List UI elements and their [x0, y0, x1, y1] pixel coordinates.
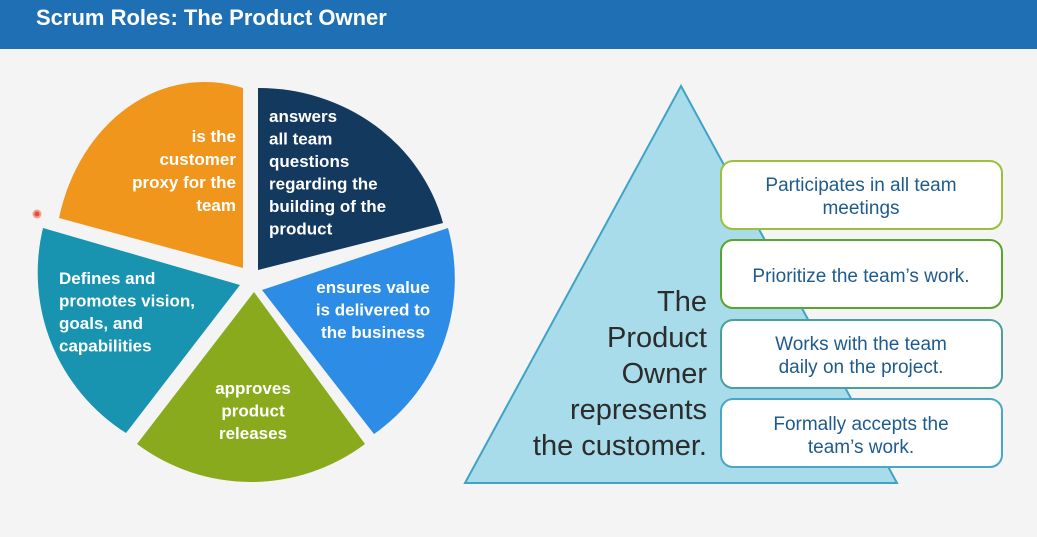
pie-segment-ensures-value [262, 228, 455, 434]
text-line: the customer. [533, 430, 707, 462]
text-line: is the [192, 127, 236, 146]
pie-segment-vision-goals [37, 228, 241, 433]
pie-segment-customer-proxy [59, 81, 243, 268]
text-line: The [657, 286, 707, 318]
text-line: regarding the [269, 175, 378, 194]
text-line: approves [215, 379, 291, 398]
text-line: Works with the team [775, 334, 947, 355]
pie-label-vision-goals: Defines and promotes vision, goals, and cap… [59, 269, 195, 356]
responsibility-text-prioritize: Prioritize the team’s work. [752, 266, 969, 287]
text-line: capabilities [59, 337, 152, 356]
text-line: building of the [269, 197, 386, 216]
text-line: questions [269, 152, 349, 171]
text-line: Prioritize the team’s work. [752, 266, 969, 287]
text-line: product [269, 220, 333, 239]
text-line: team’s work. [808, 437, 914, 458]
text-line: the business [321, 323, 425, 342]
pointer-dot [32, 209, 42, 219]
text-line: releases [219, 424, 287, 443]
text-line: proxy for the [132, 173, 236, 192]
text-line: Defines and [59, 269, 155, 288]
text-line: team [196, 196, 236, 215]
pie-segment-approves-releases [137, 292, 365, 483]
text-line: all team [269, 130, 332, 149]
text-line: daily on the project. [779, 357, 944, 378]
responsibility-box-prioritize: Prioritize the team’s work. [720, 239, 1003, 309]
pie-label-customer-proxy: is the customer proxy for the team [132, 127, 236, 215]
text-line: ensures value [316, 278, 429, 297]
text-line: Owner [622, 358, 708, 390]
text-line: answers [269, 107, 337, 126]
text-line: Formally accepts the [773, 414, 948, 435]
pie-label-approves-releases: approves product releases [215, 379, 291, 443]
slide-title: Scrum Roles: The Product Owner [36, 5, 387, 30]
text-line: customer [159, 150, 236, 169]
text-line: product [221, 402, 285, 421]
text-line: Participates in all team [765, 175, 956, 196]
text-line: promotes vision, [59, 292, 195, 311]
pie-label-answers-questions: answers all team questions regarding the bui… [269, 107, 386, 239]
text-line: represents [570, 394, 707, 426]
text-line: is delivered to [316, 301, 430, 320]
pie-label-ensures-value: ensures value is delivered to the business [316, 278, 430, 342]
text-line: meetings [822, 198, 899, 219]
text-line: Product [607, 322, 707, 354]
text-line: goals, and [59, 314, 143, 333]
pie-segment-answers-questions [258, 87, 443, 270]
title-bar: Scrum Roles: The Product Owner [0, 0, 1037, 49]
